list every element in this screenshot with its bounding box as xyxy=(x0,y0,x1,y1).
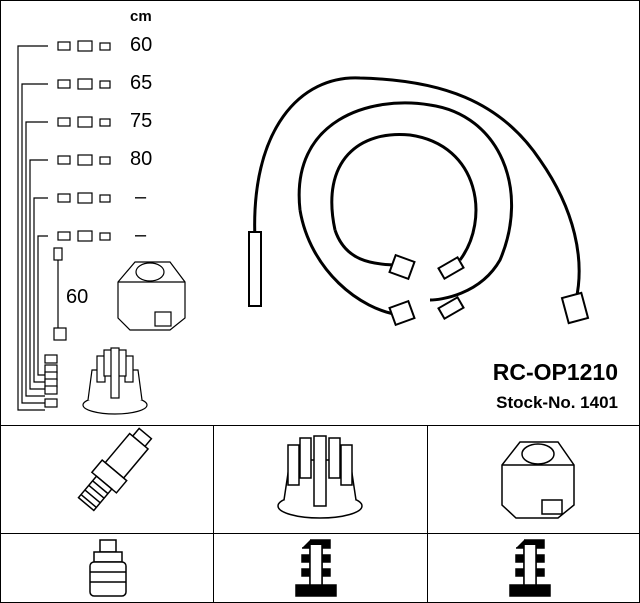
ignition-coil-icon xyxy=(117,261,186,331)
divider xyxy=(213,425,214,603)
coil-boot-icon xyxy=(509,539,551,597)
unit-label: cm xyxy=(130,8,152,25)
divider xyxy=(0,425,640,426)
distributor-cap-large-icon xyxy=(277,435,363,519)
wire-length-label: 80 xyxy=(130,148,153,170)
wire-length-label: – xyxy=(135,224,147,246)
wire-length-label: – xyxy=(135,186,147,208)
divider xyxy=(427,425,428,603)
distributor-cap-icon xyxy=(82,347,148,415)
wire-length-label: 75 xyxy=(130,110,153,132)
spark-plug-icon xyxy=(77,427,153,512)
wire-list-icon xyxy=(17,40,111,411)
spark-plug-boot-icon xyxy=(89,539,127,597)
wire-length-label: 65 xyxy=(130,72,153,94)
stock-number: Stock-No. 1401 xyxy=(496,393,618,412)
distributor-boot-icon xyxy=(295,539,337,597)
ignition-wire-set-icon xyxy=(253,76,581,317)
wire-connector-icon xyxy=(248,231,590,327)
ignition-coil-large-icon xyxy=(501,441,575,519)
divider xyxy=(0,533,640,534)
coil-wire-length-label: 60 xyxy=(66,286,89,308)
product-model: RC-OP1210 xyxy=(492,359,618,385)
wire-length-label: 60 xyxy=(130,34,153,56)
